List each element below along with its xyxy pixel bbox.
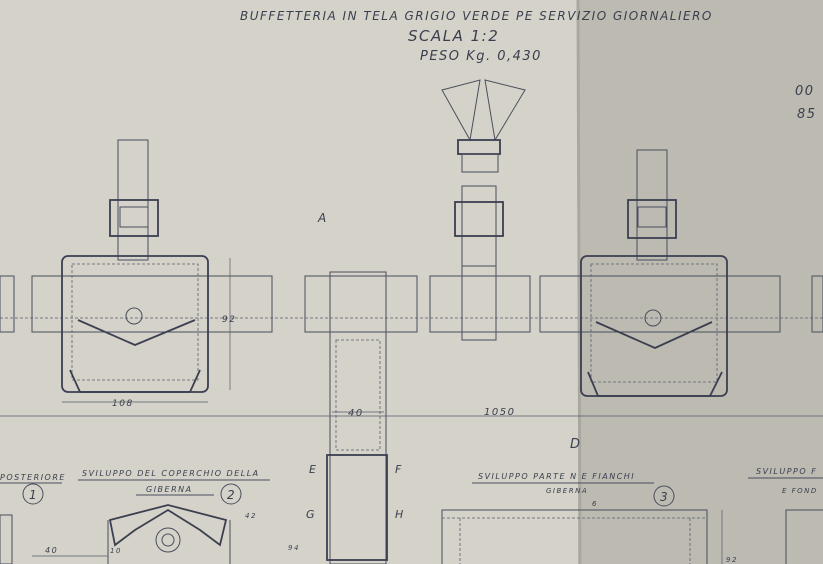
dim-92b: 92 bbox=[726, 556, 738, 564]
caption-4-sub: E FOND bbox=[782, 487, 818, 495]
caption-3-number: 3 bbox=[660, 490, 669, 504]
margin-note-1: 00 bbox=[795, 84, 815, 99]
label-D: D bbox=[570, 437, 582, 452]
dim-40: 40 bbox=[348, 408, 364, 419]
dim-108: 108 bbox=[112, 399, 134, 409]
pouch-front-view-left bbox=[61, 139, 209, 393]
cover-development: 40 10 42 94 bbox=[0, 504, 300, 564]
dim-94: 94 bbox=[288, 544, 300, 552]
dim-6: 6 bbox=[592, 500, 598, 508]
scale-label: SCALA 1:2 bbox=[408, 27, 499, 45]
caption-3-sub: GIBERNA bbox=[546, 487, 588, 495]
caption-2-number: 2 bbox=[227, 488, 236, 502]
label-G: G bbox=[306, 508, 316, 521]
dim-42: 42 bbox=[245, 512, 257, 520]
label-F: F bbox=[395, 463, 403, 476]
paper-left bbox=[0, 0, 580, 564]
caption-4: SVILUPPO F bbox=[756, 467, 817, 476]
dim-40b: 40 bbox=[45, 546, 58, 555]
caption-1-number: 1 bbox=[29, 488, 38, 502]
caption-2: SVILUPPO DEL COPERCHIO DELLA bbox=[82, 469, 260, 478]
strap-section bbox=[326, 271, 388, 564]
pouch-front-view-right bbox=[580, 149, 728, 397]
label-A: A bbox=[317, 211, 328, 225]
fold-line bbox=[576, 0, 582, 564]
paper-right bbox=[578, 0, 823, 564]
drawing-title: BUFFETTERIA IN TELA GRIGIO VERDE PE SERV… bbox=[240, 9, 713, 23]
dim-1050: 1050 bbox=[484, 407, 515, 418]
belt bbox=[0, 275, 823, 333]
label-H: H bbox=[395, 508, 405, 521]
dim-92: 92 bbox=[222, 315, 236, 325]
margin-note-2: 85 bbox=[797, 107, 817, 122]
dim-10: 10 bbox=[110, 547, 122, 555]
caption-1: POSTERIORE bbox=[0, 473, 66, 482]
side-development: 6 92 bbox=[441, 500, 823, 564]
weight-label: PESO Kg. 0,430 bbox=[420, 49, 542, 64]
caption-3: SVILUPPO PARTE N E FIANCHI bbox=[478, 472, 635, 481]
buckle-detail bbox=[441, 79, 526, 341]
caption-2-sub: GIBERNA bbox=[146, 485, 193, 494]
label-E: E bbox=[309, 463, 317, 476]
